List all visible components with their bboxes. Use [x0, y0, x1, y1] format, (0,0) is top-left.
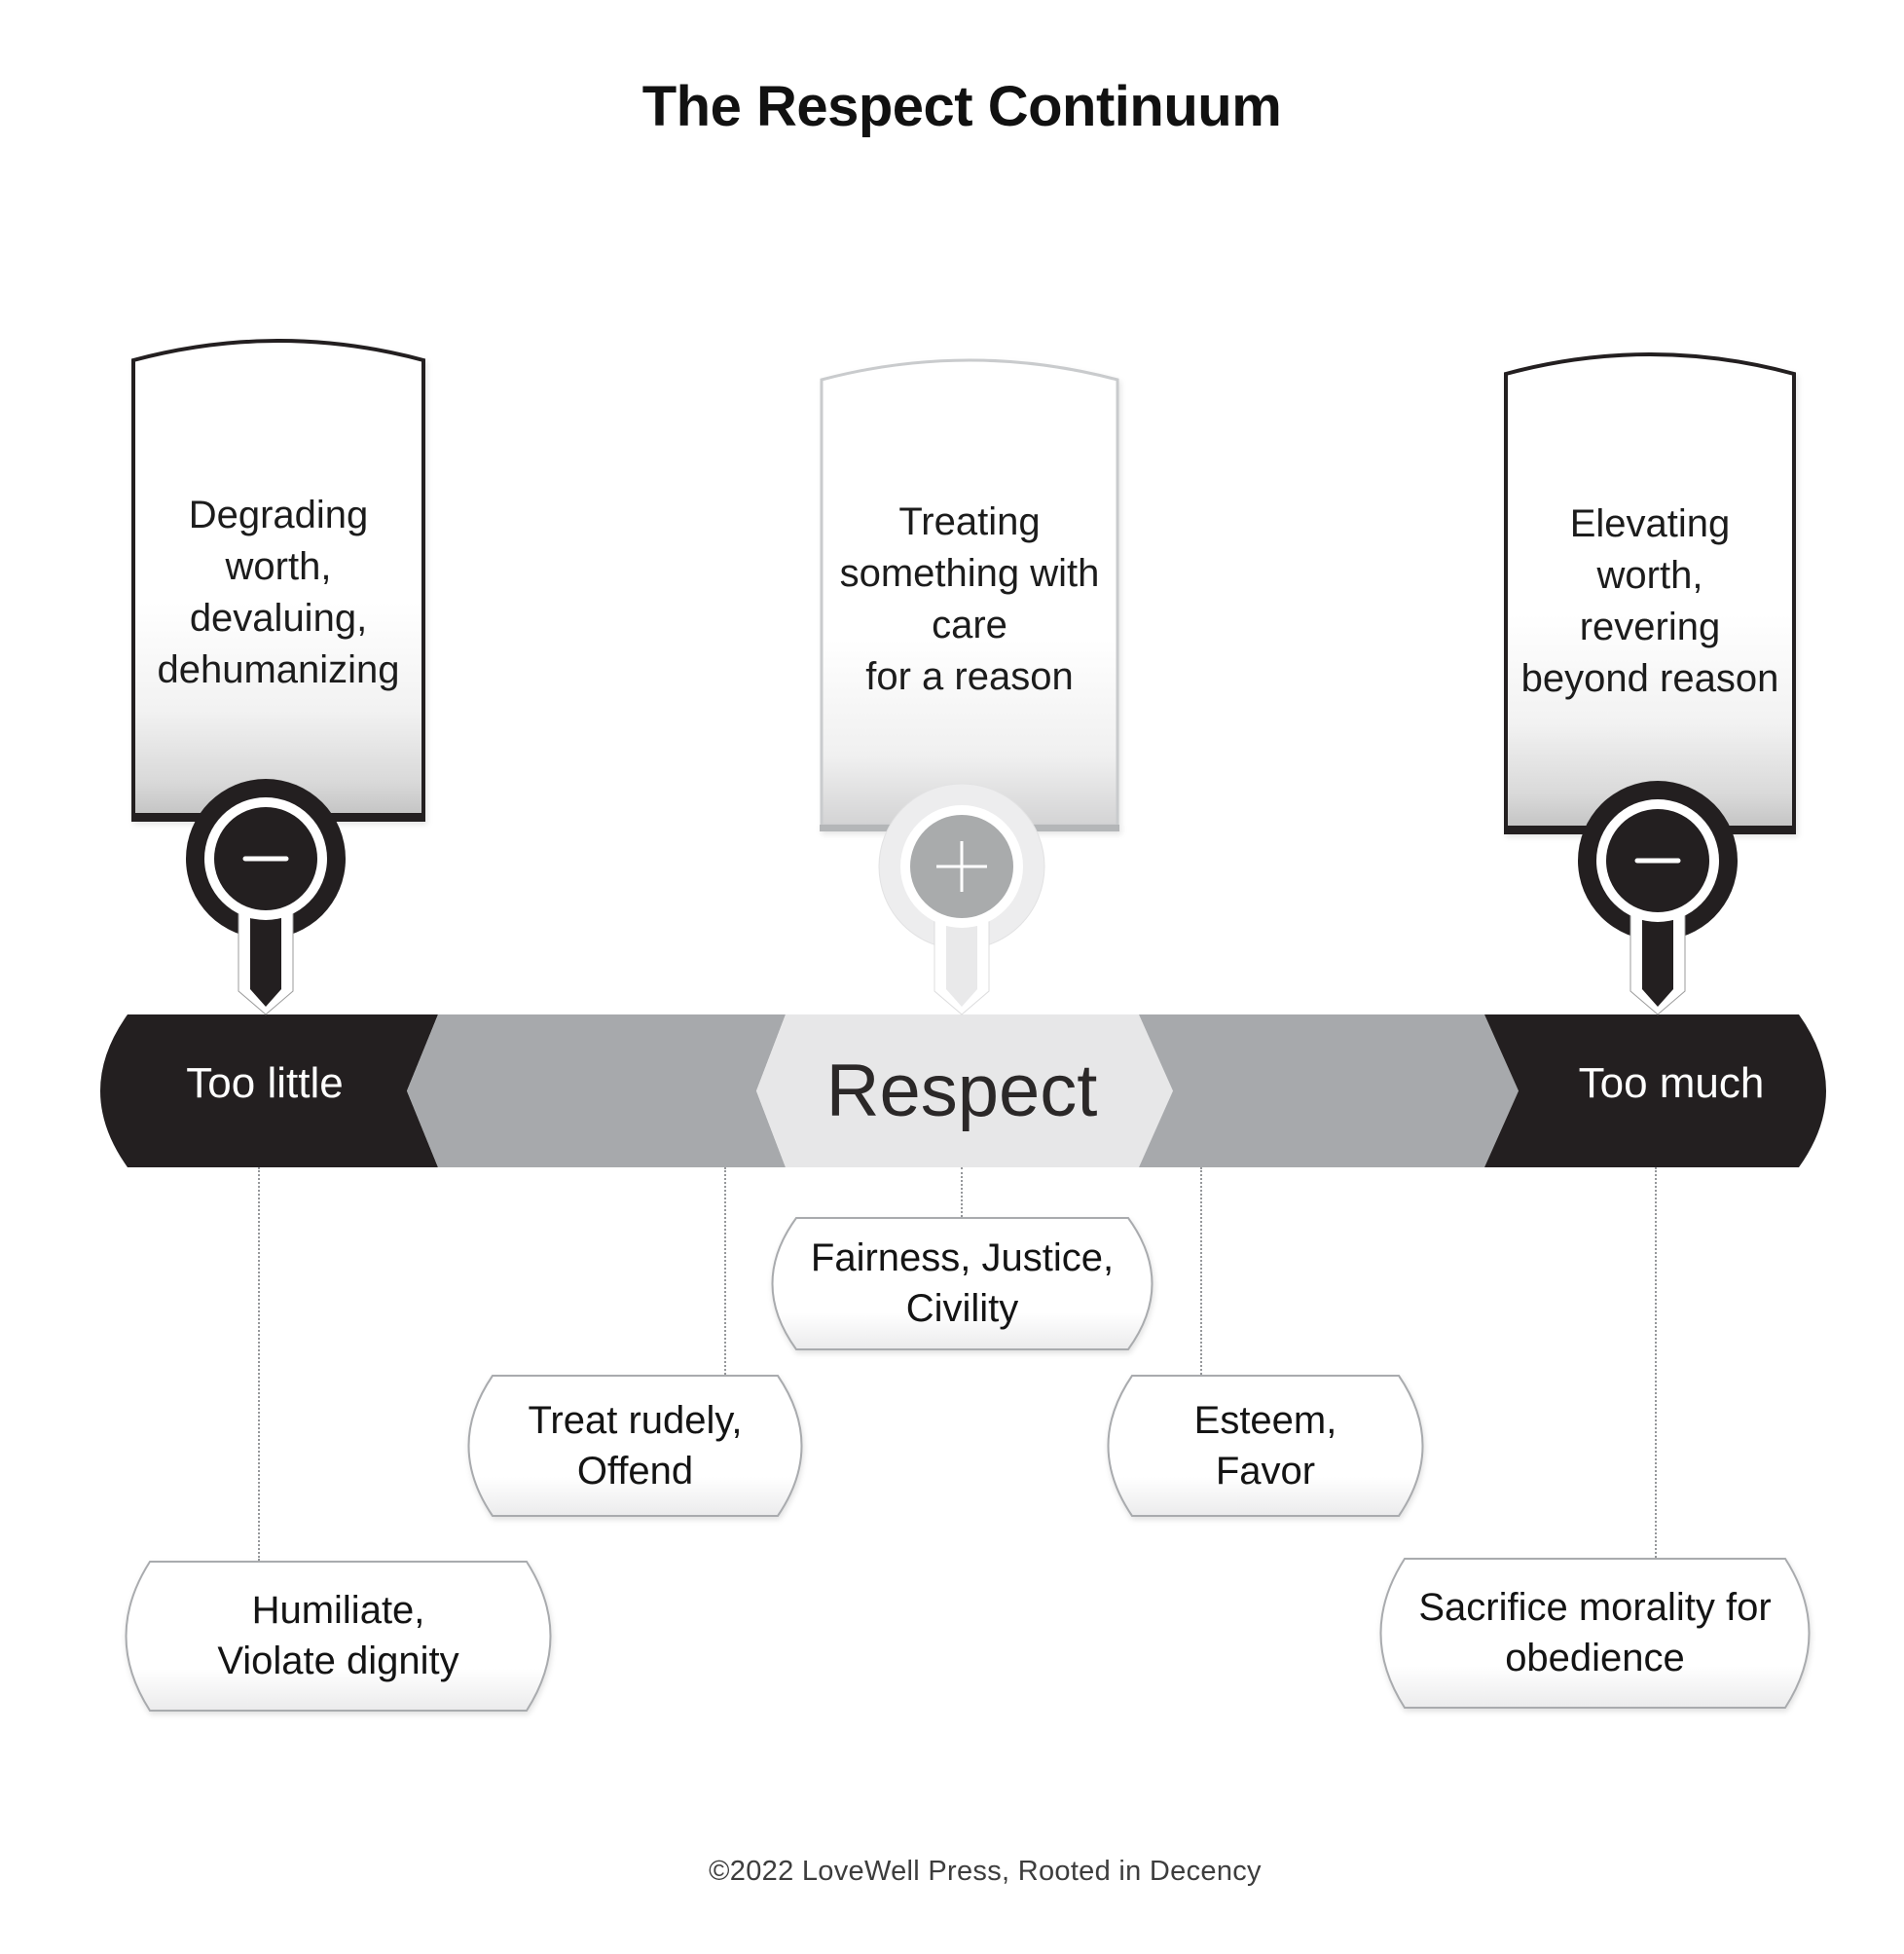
banner-line: dehumanizing	[157, 648, 400, 691]
callout-line: Fairness, Justice,	[810, 1236, 1115, 1279]
banner-line: Treating	[898, 500, 1041, 543]
callout-line: Civility	[905, 1287, 1019, 1330]
banner-shape	[1504, 352, 1796, 834]
callout-line: obedience	[1505, 1637, 1685, 1679]
banner-shape	[131, 339, 425, 822]
bar-segment-too-little	[100, 1014, 438, 1167]
banner-line: worth,	[1596, 554, 1703, 597]
banner-line: something with	[839, 552, 1100, 595]
banner-elevating: Elevating worth, revering beyond reason	[1504, 352, 1796, 835]
page-title: The Respect Continuum	[641, 75, 1282, 138]
callout-line: Sacrifice morality for	[1418, 1586, 1772, 1629]
bar-segment-gray-right	[1139, 1014, 1519, 1167]
connector-sacrifice	[1655, 1167, 1657, 1558]
banner-treating-text: Treating something with care for a reaso…	[820, 497, 1119, 703]
callout-esteem-text: Esteem, Favor	[1107, 1395, 1424, 1496]
callout-humiliate: Humiliate, Violate dignity	[125, 1561, 552, 1712]
callout-line: Esteem,	[1193, 1399, 1337, 1442]
callout-esteem: Esteem, Favor	[1107, 1375, 1424, 1517]
callout-shape	[771, 1217, 1153, 1350]
bar-label-respect: Respect	[825, 1050, 1098, 1132]
banner-degrading-text: Degrading worth, devaluing, dehumanizing	[131, 490, 425, 696]
callout-sacrifice: Sacrifice morality for obedience	[1379, 1558, 1811, 1709]
banner-line: for a reason	[865, 655, 1074, 698]
bar-label-too-much: Too much	[1578, 1059, 1765, 1107]
banner-line: revering	[1579, 606, 1721, 648]
callout-shape	[1379, 1558, 1811, 1709]
banner-line: Elevating	[1569, 502, 1731, 545]
callout-line: Humiliate,	[251, 1589, 425, 1632]
bar-segment-gray-left	[407, 1014, 786, 1167]
minus-magnifier-icon	[186, 779, 346, 1015]
callout-line: Violate dignity	[217, 1640, 459, 1682]
banner-line: care	[932, 604, 1007, 646]
callout-line: Favor	[1215, 1450, 1316, 1493]
callout-shape	[125, 1561, 552, 1712]
callout-fairness: Fairness, Justice, Civility	[771, 1217, 1153, 1350]
banner-elevating-text: Elevating worth, revering beyond reason	[1504, 498, 1796, 705]
banner-line: Degrading	[188, 494, 369, 536]
connector-humiliate	[258, 1167, 260, 1561]
banner-treating: Treating something with care for a reaso…	[820, 358, 1119, 833]
callout-humiliate-text: Humiliate, Violate dignity	[125, 1585, 552, 1686]
plus-magnifier-icon	[878, 783, 1045, 1015]
banner-line: worth,	[225, 545, 332, 588]
callout-treat-rudely: Treat rudely, Offend	[467, 1375, 803, 1517]
bar-label-too-little: Too little	[186, 1059, 344, 1107]
callout-sacrifice-text: Sacrifice morality for obedience	[1379, 1582, 1811, 1683]
callout-line: Offend	[576, 1450, 694, 1493]
callout-fairness-text: Fairness, Justice, Civility	[771, 1233, 1153, 1334]
banner-shape	[820, 358, 1119, 831]
minus-magnifier-icon	[1578, 781, 1738, 1015]
callout-treat-rudely-text: Treat rudely, Offend	[467, 1395, 803, 1496]
connector-fairness	[961, 1167, 963, 1217]
callout-line: Treat rudely,	[528, 1399, 743, 1442]
connector-esteem	[1200, 1167, 1202, 1375]
connector-treat-rudely	[724, 1167, 726, 1375]
bar-segment-too-much	[1484, 1014, 1826, 1167]
copyright-credit: ©2022 LoveWell Press, Rooted in Decency	[709, 1856, 1262, 1887]
banner-line: beyond reason	[1520, 657, 1779, 700]
banner-degrading: Degrading worth, devaluing, dehumanizing	[131, 339, 425, 823]
banner-line: devaluing,	[189, 597, 368, 640]
callout-shape	[1107, 1375, 1424, 1517]
callout-shape	[467, 1375, 803, 1517]
continuum-bar	[100, 1014, 1826, 1167]
bar-segment-respect	[756, 1014, 1173, 1167]
